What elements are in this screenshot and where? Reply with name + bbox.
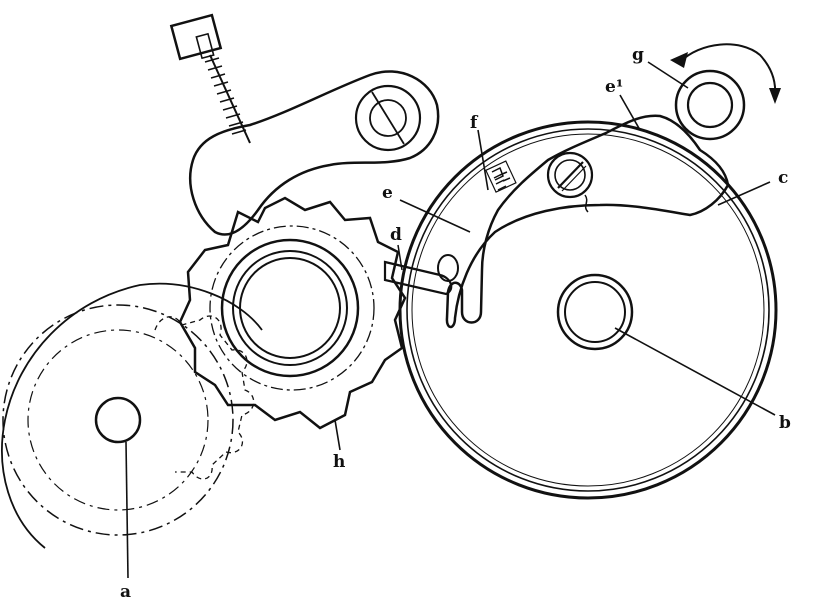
pawl-e (445, 114, 730, 329)
arrowhead-down-icon (769, 88, 781, 104)
leader-lines (399, 61, 776, 416)
label-c: c (778, 168, 788, 188)
label-e1: e¹ (605, 77, 623, 97)
gear-h (178, 196, 407, 451)
label-e: e (382, 183, 393, 203)
hub-b (556, 273, 634, 351)
label-f: f (470, 113, 479, 133)
label-h: h (333, 452, 345, 472)
lever-arm (189, 70, 440, 236)
pin-d (383, 244, 459, 296)
label-d: d (390, 225, 402, 245)
label-b: b (779, 413, 791, 433)
adjusting-screw (169, 13, 251, 144)
spring-f (477, 129, 517, 193)
arrowhead-left-icon (670, 52, 688, 68)
gear-a (1, 282, 263, 579)
roller-g (670, 43, 781, 141)
label-a: a (120, 582, 131, 599)
label-g: g (632, 45, 644, 65)
